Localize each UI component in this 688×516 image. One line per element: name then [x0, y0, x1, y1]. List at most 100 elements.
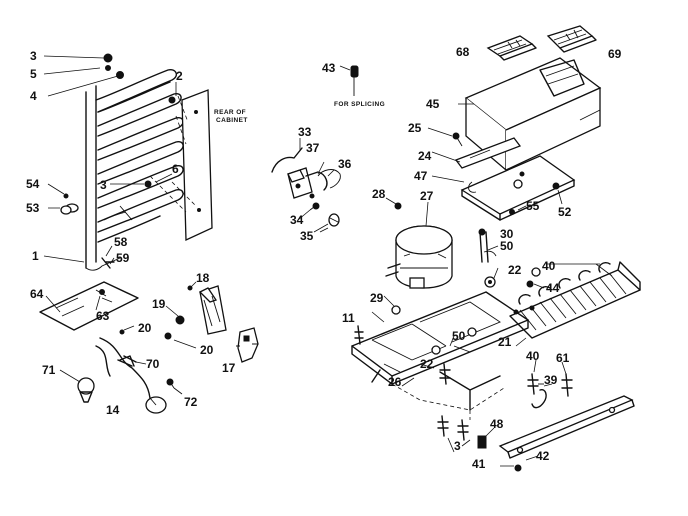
clamp-70: [119, 355, 147, 367]
callout-11: 11: [342, 311, 355, 325]
callout-68: 68: [456, 45, 470, 59]
callout-50-base: 50: [452, 329, 466, 343]
rail-41-42: [498, 395, 635, 472]
callout-63: 63: [96, 309, 110, 323]
compressor-27: [385, 201, 453, 289]
callout-28: 28: [372, 187, 386, 201]
callout-20-left: 20: [138, 321, 152, 335]
condenser-21: [509, 261, 641, 339]
part-43-splicing: [339, 65, 359, 96]
part-58-59: [43, 245, 115, 269]
callout-42: 42: [536, 449, 550, 463]
callout-45: 45: [426, 97, 440, 111]
callout-3-coil: 3: [100, 178, 107, 192]
callout-22-right: 22: [508, 263, 522, 277]
callout-21: 21: [498, 335, 512, 349]
relay-17: [236, 327, 259, 363]
callout-3-base: 3: [454, 439, 461, 453]
callout-69: 69: [608, 47, 622, 61]
grommet-28: [385, 197, 402, 210]
louver-68: [486, 35, 537, 61]
grommet-35: [319, 213, 340, 233]
clip-53-54: [47, 183, 79, 215]
callout-47: 47: [414, 169, 428, 183]
callout-leaders: [297, 103, 567, 453]
callout-64: 64: [30, 287, 44, 301]
callout-54: 54: [26, 177, 40, 191]
rear-of-cabinet-panel: [149, 89, 213, 242]
motor-mount-47: [460, 155, 576, 221]
for-splicing-note: FOR SPLICING: [334, 101, 385, 108]
part-48: [477, 427, 495, 449]
power-cord-14: [95, 337, 167, 414]
callout-6: 6: [172, 162, 179, 176]
callout-4: 4: [30, 89, 37, 103]
callout-48: 48: [490, 417, 504, 431]
callout-36: 36: [338, 157, 352, 171]
callout-1: 1: [32, 249, 39, 263]
screw-72: [166, 378, 183, 395]
screws-19-20: [119, 305, 197, 349]
callout-5: 5: [30, 67, 37, 81]
coil-screws: [43, 53, 177, 188]
grommet-22-right: [531, 267, 541, 277]
bracket-40-39-61: [527, 373, 573, 409]
callout-53: 53: [26, 201, 40, 215]
part-3-rail: [461, 439, 471, 447]
callout-24: 24: [418, 149, 432, 163]
callout-40-top: 40: [542, 259, 556, 273]
callout-40-bottom: 40: [526, 349, 540, 363]
screws-3-base: [437, 415, 469, 441]
grommet-44: [526, 280, 545, 289]
louver-69: [546, 25, 597, 53]
overload-protector-18: [187, 281, 227, 335]
callout-39: 39: [544, 373, 558, 387]
shroud-45: [464, 57, 602, 172]
fan-bracket-24: [454, 137, 522, 169]
callout-20-right: 20: [200, 343, 214, 357]
callout-18: 18: [196, 271, 210, 285]
callout-52: 52: [558, 205, 572, 219]
drain-tray-63-64: [39, 281, 139, 331]
callout-2: 2: [176, 69, 183, 83]
callout-59: 59: [116, 251, 130, 265]
screw-11: [354, 325, 364, 345]
callout-25: 25: [408, 121, 422, 135]
callout-43: 43: [322, 61, 336, 75]
fan-motor-bracket-33: [271, 138, 341, 199]
screws-55-52: [509, 182, 563, 215]
callout-35: 35: [300, 229, 314, 243]
callout-33: 33: [298, 125, 312, 139]
callout-17: 17: [222, 361, 236, 375]
grommet-22-upper: [484, 276, 496, 288]
callout-71: 71: [42, 363, 56, 377]
callout-29: 29: [370, 291, 384, 305]
callout-34: 34: [290, 213, 304, 227]
screw-34: [309, 202, 320, 211]
cap-71: [59, 369, 95, 403]
callout-58: 58: [114, 235, 128, 249]
rear-of-cabinet-note: REAR OF: [214, 109, 246, 116]
callout-14: 14: [106, 403, 120, 417]
callout-3-top: 3: [30, 49, 37, 63]
callout-55: 55: [526, 199, 540, 213]
tube-30-50: [478, 228, 497, 263]
callout-44: 44: [546, 281, 560, 295]
callout-37: 37: [306, 141, 320, 155]
callout-27: 27: [420, 189, 434, 203]
compressor-base-26: [351, 291, 529, 420]
grommet-22-lower: [439, 363, 451, 385]
rear-of-cabinet-note-2: CABINET: [216, 117, 248, 124]
callout-22-base: 22: [420, 357, 434, 371]
callout-61: 61: [556, 351, 570, 365]
callout-26: 26: [388, 375, 402, 389]
grommet-29: [383, 295, 401, 315]
callout-72: 72: [184, 395, 198, 409]
callout-50-top: 50: [500, 239, 514, 253]
callout-19: 19: [152, 297, 166, 311]
callout-30: 30: [500, 227, 514, 241]
callout-41: 41: [472, 457, 486, 471]
callout-70: 70: [146, 357, 160, 371]
screw-25: [452, 132, 463, 147]
